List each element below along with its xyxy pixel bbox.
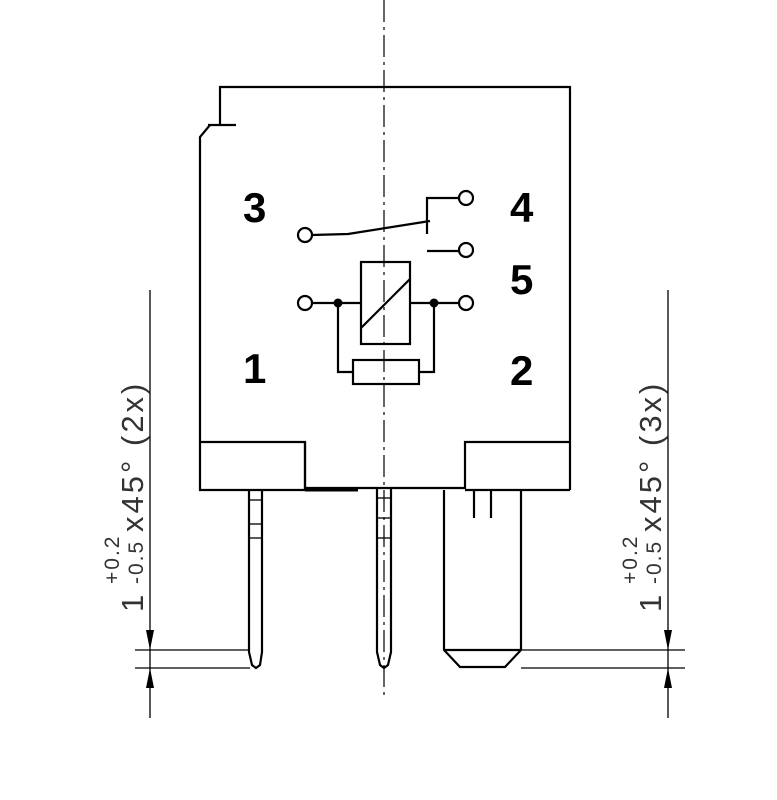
relay-schematic: [296, 189, 475, 386]
terminal-label-4: 4: [510, 184, 534, 231]
dimension-right: 1 +0.2 -0.5 x45° (3x): [521, 290, 685, 718]
resistor: [351, 358, 421, 386]
dimension-left-upper-tol: +0.2: [101, 535, 124, 584]
terminal-label-3: 3: [243, 184, 266, 231]
dimension-left-nominal: 1: [115, 592, 150, 612]
terminal-label-1: 1: [243, 345, 266, 392]
relay-body: [198, 85, 572, 492]
dimension-left: 1 +0.2 -0.5 x45° (2x): [101, 290, 250, 718]
terminal-label-2: 2: [510, 347, 533, 394]
pin-middle: [375, 488, 393, 670]
pin-right: [442, 490, 523, 669]
dimension-left-lower-tol: -0.5: [125, 540, 148, 584]
dimension-right-suffix: x45° (3x): [633, 381, 668, 532]
dimension-right-upper-tol: +0.2: [619, 535, 642, 584]
pin-left: [247, 490, 264, 670]
dimension-right-lower-tol: -0.5: [643, 540, 666, 584]
dimension-left-suffix: x45° (2x): [115, 381, 150, 532]
terminal-label-5: 5: [510, 256, 533, 303]
dimension-right-nominal: 1: [633, 592, 668, 612]
